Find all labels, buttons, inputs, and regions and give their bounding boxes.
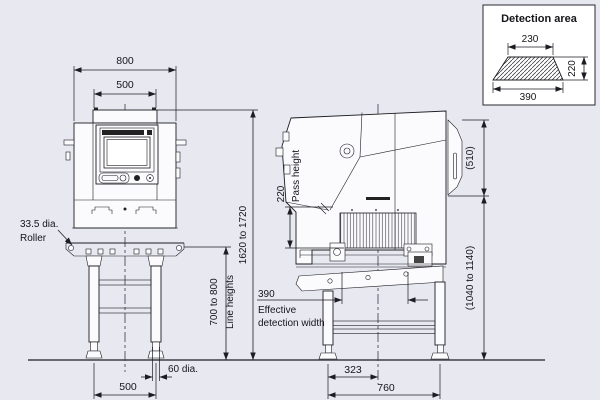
detection-area-panel: Detection area 230 220 390 <box>482 4 596 106</box>
side-left-foot <box>318 352 338 360</box>
dim-foot-diameter: 60 dia. <box>141 347 198 381</box>
side-conveyor <box>299 242 433 267</box>
roller-left <box>68 245 74 251</box>
dim-detection-height: 220 <box>553 56 588 81</box>
dim-800-label: 800 <box>116 55 134 67</box>
dim-230-label: 230 <box>522 34 539 45</box>
hinge-upper <box>282 131 290 142</box>
dim-1620-1720-label: 1620 to 1720 <box>238 205 249 264</box>
exit-side-panel <box>447 119 463 196</box>
dim-390-label: 390 <box>258 289 275 300</box>
roller-note-line2: Roller <box>20 233 47 244</box>
front-control-panel <box>95 124 159 185</box>
dim-overall-width-800: 800 <box>73 55 177 121</box>
dim-700-800-label: 700 to 800 <box>209 278 220 326</box>
effective-label: Effective <box>258 305 297 316</box>
key-switch <box>146 174 154 182</box>
side-right-leg <box>434 281 446 346</box>
dim-stand-height: (1040 to 1140) <box>465 196 487 360</box>
front-right-foot <box>147 350 165 359</box>
side-view-drawing: 220 Pass height 390 Effective detection … <box>257 104 489 399</box>
line-heights-label: Line heights <box>225 275 236 329</box>
side-stand <box>295 263 450 360</box>
dim-500-bottom-label: 500 <box>119 381 137 393</box>
front-left-leg <box>88 265 100 343</box>
dim-leg-spacing-side: 760 <box>328 364 441 399</box>
tunnel-curtain <box>339 209 417 249</box>
dim-390-detection-label: 390 <box>520 92 537 103</box>
dim-220-label: 220 <box>276 185 287 202</box>
front-button-row <box>98 172 154 184</box>
brand-label-strip <box>102 130 144 135</box>
dim-overall-height: 1620 to 1720 <box>157 109 258 360</box>
front-left-foot <box>85 350 103 359</box>
dim-detection-bottom-width: 390 <box>492 82 564 103</box>
stand-brace <box>295 265 444 292</box>
roller-note-line1: 33.5 dia. <box>20 219 58 230</box>
detection-area-title: Detection area <box>501 13 578 25</box>
dim-500-top-label: 500 <box>116 79 134 91</box>
dim-detection-top-width: 230 <box>507 34 554 55</box>
panel-handle-slot <box>453 152 457 180</box>
side-right-foot <box>430 352 450 360</box>
dim-pass-height: 220 Pass height <box>276 150 344 249</box>
front-conveyor-bed <box>65 242 185 267</box>
conveyor-tabs <box>85 248 164 255</box>
dim-220-detection-label: 220 <box>567 60 578 77</box>
dim-510-label: (510) <box>465 146 476 169</box>
hinge-lower <box>283 164 291 175</box>
dim-323-label: 323 <box>344 364 362 376</box>
dim-1040-1140-label: (1040 to 1140) <box>465 246 476 310</box>
dim-60-dia-label: 60 dia. <box>168 364 198 375</box>
dim-effective-detection-width: 390 Effective detection width <box>257 272 428 329</box>
dim-leg-spacing-front: 500 <box>93 363 157 399</box>
signal-lamp <box>275 147 284 157</box>
front-stand <box>85 265 165 359</box>
touchscreen-display <box>103 136 151 169</box>
roller-right <box>176 245 182 251</box>
dim-760-label: 760 <box>377 382 395 394</box>
front-right-leg <box>150 265 162 343</box>
logo-emblem <box>339 143 355 159</box>
roller-callout: 33.5 dia. Roller <box>20 219 73 246</box>
dim-line-heights: 700 to 800 Line heights <box>184 246 236 360</box>
stop-button <box>134 175 140 181</box>
pass-height-label: Pass height <box>291 150 302 202</box>
front-view-drawing: 800 500 33.5 dia. Roller 1620 to 1720 70… <box>20 55 258 399</box>
detection-width-label: detection width <box>258 318 325 329</box>
front-lower-doors <box>72 206 178 229</box>
dim-inner-width-500: 500 <box>93 79 157 108</box>
